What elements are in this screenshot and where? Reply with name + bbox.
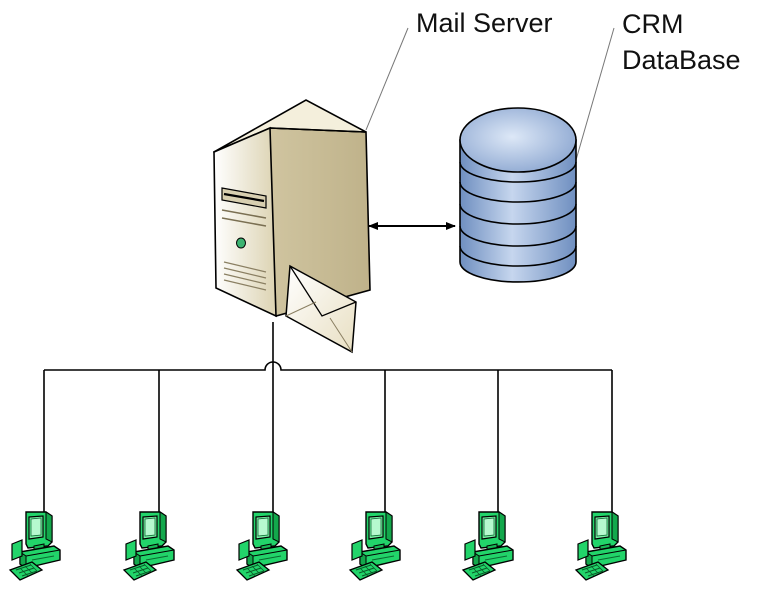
mail-server-icon [212,99,371,354]
crm-label-line-1: CRM [622,9,684,39]
crm-database-label: CRM DataBase [622,6,741,79]
workstation-4 [349,511,401,581]
mail-server-label: Mail Server [416,8,553,38]
workstation-5 [462,511,514,581]
workstation-2 [123,511,175,581]
envelope-icon [285,264,357,354]
crm-label-line-2: DataBase [622,45,741,76]
database-icon [459,107,577,283]
mail-server-leader-line [365,27,409,131]
workstation-3 [236,511,288,581]
workstation-1 [9,511,61,581]
workstation-6 [575,511,627,581]
network-bus [43,322,613,515]
crm-database-leader-line [575,27,615,161]
